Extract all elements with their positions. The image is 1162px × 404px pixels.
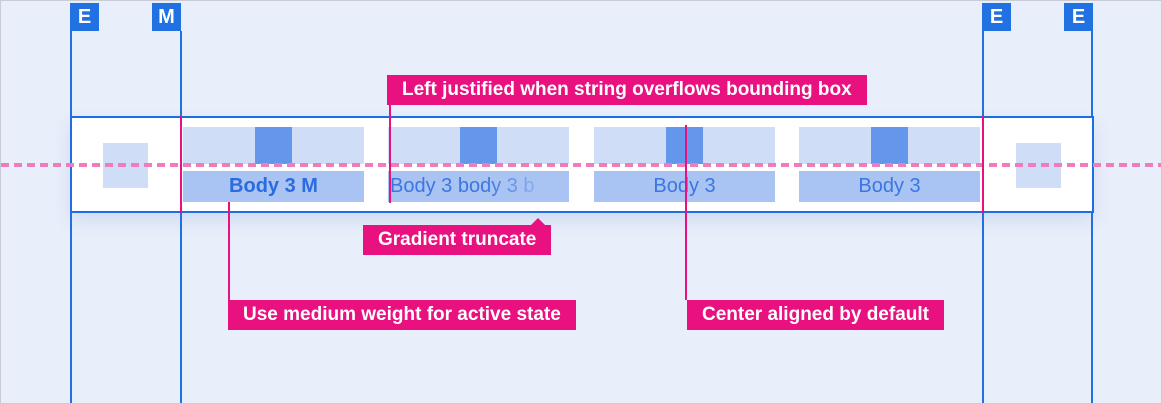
guide-line-tabs-right-margin (982, 116, 984, 213)
tab-label: Body 3 M (183, 171, 364, 202)
margin-badge-e-right-inner: E (982, 3, 1011, 31)
tab-item-default[interactable]: Body 3 (799, 127, 980, 202)
connector-left-justified (389, 104, 391, 203)
grid-line-right-margin (982, 31, 984, 403)
callout-medium-weight: Use medium weight for active state (228, 300, 576, 330)
tab-label: Body 3 body 3 b (388, 171, 569, 202)
tab-icon-placeholder (871, 127, 908, 164)
caret-up-icon (530, 218, 547, 226)
connector-medium-weight (228, 202, 230, 300)
tab-item-active[interactable]: Body 3 M (183, 127, 364, 202)
tab-icon-row (183, 127, 364, 164)
tab-icon-placeholder (255, 127, 292, 164)
guide-line-tabs-left-margin (180, 116, 182, 213)
callout-text: Gradient truncate (378, 229, 537, 250)
tab-icon-row (388, 127, 569, 164)
connector-center-aligned (685, 125, 687, 300)
grid-line-left-margin (180, 31, 182, 403)
dashed-centerline (1, 163, 1161, 167)
tab-item-default[interactable]: Body 3 (594, 127, 775, 202)
tab-label: Body 3 (594, 171, 775, 202)
tab-item-overflow[interactable]: Body 3 body 3 b (388, 127, 569, 202)
gradient-truncate-overlay (485, 171, 569, 202)
margin-badge-e-left: E (70, 3, 99, 31)
tab-icon-placeholder (666, 127, 703, 164)
tab-icon-placeholder (460, 127, 497, 164)
tab-label: Body 3 (799, 171, 980, 202)
grid-line-left-edge (70, 31, 72, 403)
margin-badge-e-right-outer: E (1064, 3, 1093, 31)
grid-line-right-edge (1091, 31, 1093, 403)
callout-left-justified: Left justified when string overflows bou… (387, 75, 867, 105)
tab-icon-row (594, 127, 775, 164)
margin-badge-m-left: M (152, 3, 181, 31)
tab-icon-row (799, 127, 980, 164)
callout-center-aligned: Center aligned by default (687, 300, 944, 330)
callout-gradient-truncate: Gradient truncate (363, 218, 552, 255)
